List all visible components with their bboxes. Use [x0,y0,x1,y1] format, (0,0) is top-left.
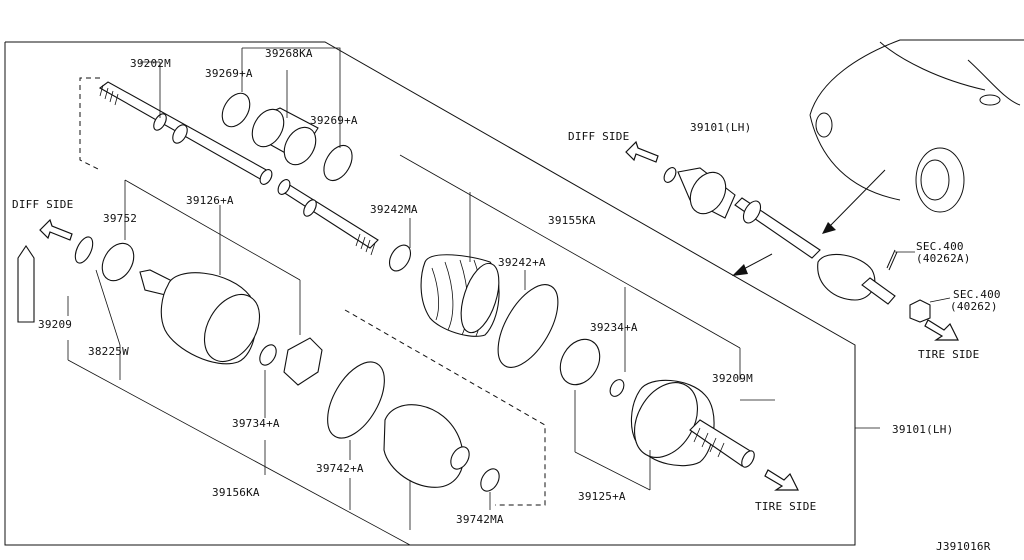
label-sec400a-line1: SEC.400 [916,240,964,253]
label-39269A-top: 39269+A [205,67,253,80]
label-39202M: 39202M [130,57,171,70]
label-38225W: 38225W [88,345,129,358]
inner-boot [388,244,625,397]
label-39125A: 39125+A [578,490,626,503]
car-silhouette [809,39,1024,234]
label-39742MA: 39742MA [456,513,504,526]
direction-arrow [732,253,773,276]
dashed-guides [79,77,546,506]
label-sec400a-line2: (40262A) [916,252,971,265]
part-labels: 39202M 39268KA 39269+A 39269+A 39242MA 3… [12,47,1001,553]
assembled-shaft [663,167,896,305]
diagram-frame [4,41,856,546]
label-39156KA: 39156KA [212,486,260,499]
leader-lines [67,47,880,546]
label-39209: 39209 [38,318,72,331]
label-39242MA: 39242MA [370,203,418,216]
side-arrows [39,140,959,491]
label-39234A: 39234+A [590,321,638,334]
label-sec400b-line2: (40262) [950,300,998,313]
outer-joint [630,379,755,468]
inner-shaft [98,81,379,256]
label-39742A: 39742+A [316,462,364,475]
label-39126A: 39126+A [186,194,234,207]
label-39269A-mid: 39269+A [310,114,358,127]
label-tire-side-bottom: TIRE SIDE [755,500,816,513]
label-39268KA: 39268KA [265,47,313,60]
label-sec400b-line1: SEC.400 [953,288,1001,301]
label-39209M: 39209M [712,372,753,385]
label-39155KA: 39155KA [548,214,596,227]
left-parts [17,236,500,492]
cotter-pin-and-nut [886,249,951,323]
damper-and-bands [221,92,353,182]
label-39101LH-right: 39101(LH) [892,423,953,436]
label-39242A: 39242+A [498,256,546,269]
label-diff-side-left: DIFF SIDE [12,198,73,211]
label-39734A: 39734+A [232,417,280,430]
label-39752: 39752 [103,212,137,225]
diagram-code: J391016R [936,540,991,553]
label-diff-side-top: DIFF SIDE [568,130,629,143]
label-tire-side-right: TIRE SIDE [918,348,979,361]
label-39101LH-top: 39101(LH) [690,121,751,134]
